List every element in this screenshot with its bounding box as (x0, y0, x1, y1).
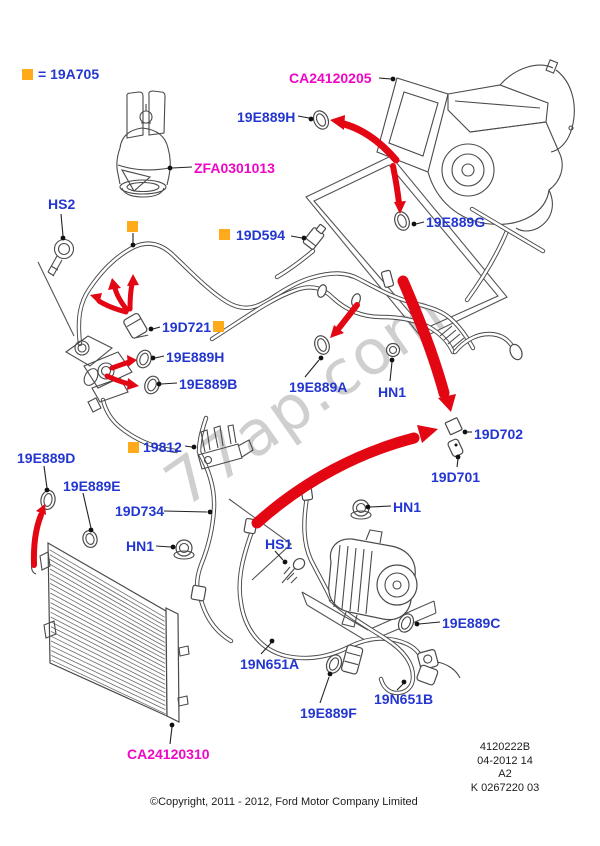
color-key-swatch-19d721 (213, 321, 224, 332)
part-label-19e889e: 19E889E (63, 478, 121, 494)
valve-assembly-drawing (64, 335, 133, 413)
part-label-hs2: HS2 (48, 196, 76, 212)
part-label-19n651a: 19N651A (240, 656, 300, 672)
part-label-19e889f: 19E889F (300, 705, 357, 721)
doc-code-line-4: K 0267220 03 (470, 781, 540, 794)
refrigerant-bottle-drawing (116, 90, 171, 198)
doc-code-line-3: A2 (498, 768, 512, 780)
d702-d701-drawing (444, 417, 464, 457)
color-key-swatch-legend (22, 69, 33, 80)
part-label-19812: 19812 (143, 439, 182, 455)
part-label-19e889c: 19E889C (442, 615, 501, 631)
part-label-ca24120310: CA24120310 (127, 746, 210, 762)
part-label-hn1-b: HN1 (393, 499, 422, 515)
color-key-swatch-19d594 (219, 229, 230, 240)
doc-code-line-2: 04-2012 14 (477, 754, 533, 767)
part-label-19d594: 19D594 (236, 227, 286, 243)
part-label-19e889d: 19E889D (17, 450, 76, 466)
leader-lines (43, 76, 472, 745)
part-label-hs1: HS1 (265, 536, 293, 552)
hs2-bolt-drawing (47, 238, 75, 277)
copyright-text: ©Copyright, 2011 - 2012, Ford Motor Comp… (150, 796, 418, 808)
heater-unit-drawing (376, 59, 575, 232)
part-label-19e889h-mid: 19E889H (166, 349, 225, 365)
part-label-19e889h-top: 19E889H (237, 109, 296, 125)
part-label-19e889g: 19E889G (426, 214, 486, 230)
part-label-ca24120205: CA24120205 (289, 70, 372, 86)
part-label-19d721: 19D721 (162, 319, 212, 335)
condenser-drawing (30, 541, 190, 723)
color-key-swatch-pipe (127, 221, 138, 232)
part-label-19d734: 19D734 (115, 503, 165, 519)
part-label-19d702: 19D702 (474, 426, 524, 442)
hn1-nut-drawings (173, 342, 401, 560)
doc-code-line-1: 4120222B (479, 741, 531, 753)
part-label-zfa0301013: ZFA0301013 (194, 160, 275, 176)
legend-label: = 19A705 (38, 66, 100, 82)
doc-code-block: 4120222B 04-2012 14 A2 K 0267220 03 (435, 741, 575, 795)
d721-connector-drawing (123, 312, 149, 339)
red-flow-arrows (30, 115, 456, 568)
o-ring-drawings (40, 110, 415, 674)
part-label-19e889a: 19E889A (289, 379, 348, 395)
pressure-sensor-drawing (302, 223, 327, 250)
part-label-19d701: 19D701 (431, 469, 481, 485)
bracket-19812-drawing (197, 424, 254, 470)
part-label-19n651b: 19N651B (374, 691, 434, 707)
part-label-19e889b: 19E889B (179, 376, 238, 392)
part-label-hn1-a: HN1 (378, 384, 407, 400)
pipe-fittings (190, 269, 523, 686)
hs1-bolt-drawing (281, 557, 306, 584)
compressor-drawing (328, 529, 418, 628)
part-label-hn1-c: HN1 (126, 538, 155, 554)
color-key-swatch-19812 (128, 442, 139, 453)
